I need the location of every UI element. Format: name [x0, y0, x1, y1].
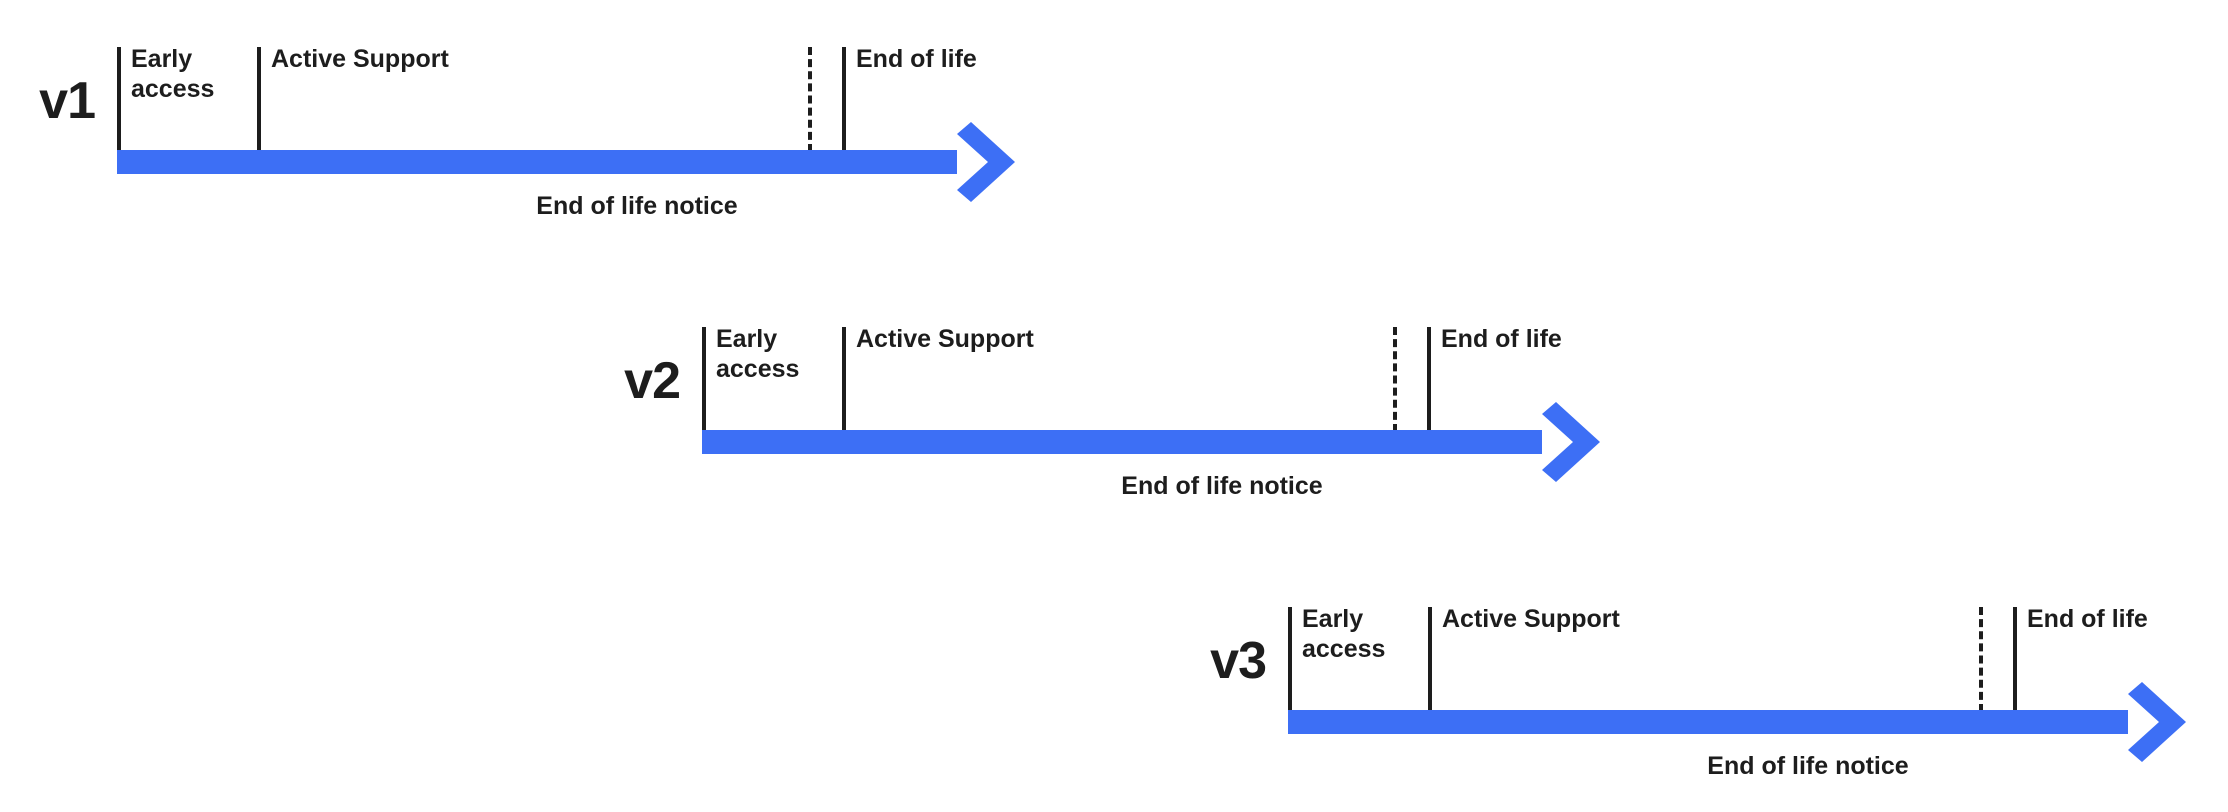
tick-mark-2 [842, 327, 846, 432]
tick-mark-2 [1428, 607, 1432, 712]
phase-label-active-support: Active Support [856, 325, 1034, 353]
timeline-bar [1288, 710, 2128, 734]
timeline-bar [702, 430, 1542, 454]
phase-label-end-of-life: End of life [1441, 325, 1562, 353]
version-label-v2: v2 [624, 352, 681, 410]
tick-mark-3 [2013, 607, 2017, 712]
phase-label-active-support: Active Support [271, 45, 449, 73]
version-label-v3: v3 [1210, 632, 1267, 690]
tick-mark-1 [702, 327, 706, 432]
notice-label-end-of-life-notice: End of life notice [536, 192, 738, 220]
phase-label-early-access: Early access [131, 45, 215, 103]
arrow-head-icon [1542, 402, 1600, 482]
tick-mark-dashed-notice [808, 47, 812, 152]
tick-mark-1 [117, 47, 121, 152]
arrow-head-icon [2128, 682, 2186, 762]
tick-mark-2 [257, 47, 261, 152]
tick-mark-1 [1288, 607, 1292, 712]
tick-mark-3 [842, 47, 846, 152]
phase-label-end-of-life: End of life [2027, 605, 2148, 633]
version-label-v1: v1 [39, 72, 96, 130]
phase-label-active-support: Active Support [1442, 605, 1620, 633]
timeline-bar [117, 150, 957, 174]
tick-mark-dashed-notice [1393, 327, 1397, 432]
notice-label-end-of-life-notice: End of life notice [1707, 752, 1909, 780]
phase-label-early-access: Early access [1302, 605, 1386, 663]
arrow-head-icon [957, 122, 1015, 202]
phase-label-early-access: Early access [716, 325, 800, 383]
tick-mark-dashed-notice [1979, 607, 1983, 712]
tick-mark-3 [1427, 327, 1431, 432]
phase-label-end-of-life: End of life [856, 45, 977, 73]
notice-label-end-of-life-notice: End of life notice [1121, 472, 1323, 500]
